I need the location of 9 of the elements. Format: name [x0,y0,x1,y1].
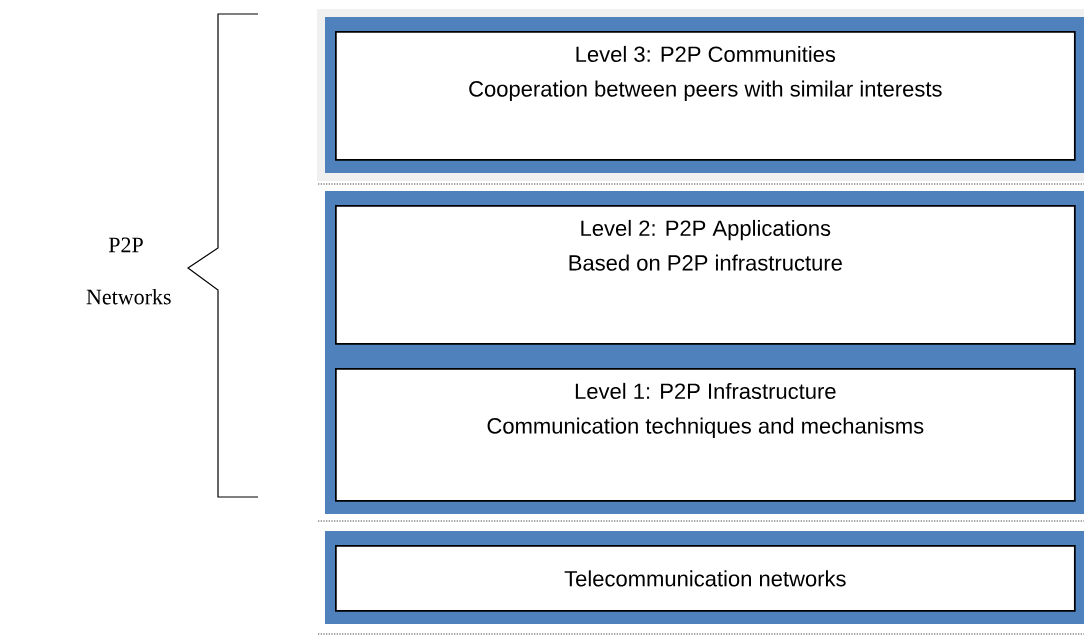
node-label: Based on P2P infrastructure [569,254,842,271]
group-label: P2P Networks [86,237,171,305]
layer-box: Level 2: P2P Applications Based on P2P infrastructure [325,191,1084,357]
layer-box: Level 3: P2P Communities Cooperation between peers with similar interests [317,9,1084,181]
layer-box: Level 1: P2P Infrastructure Communication techniques and mechanisms [325,354,1084,514]
node-label: Level 1: P2P Infrastructure [575,382,836,400]
node-label: Level 2: P2P Applications [581,219,831,241]
layer-box: Telecommunication networks [325,531,1084,624]
node-label: Communication techniques and mechanisms [487,417,924,439]
